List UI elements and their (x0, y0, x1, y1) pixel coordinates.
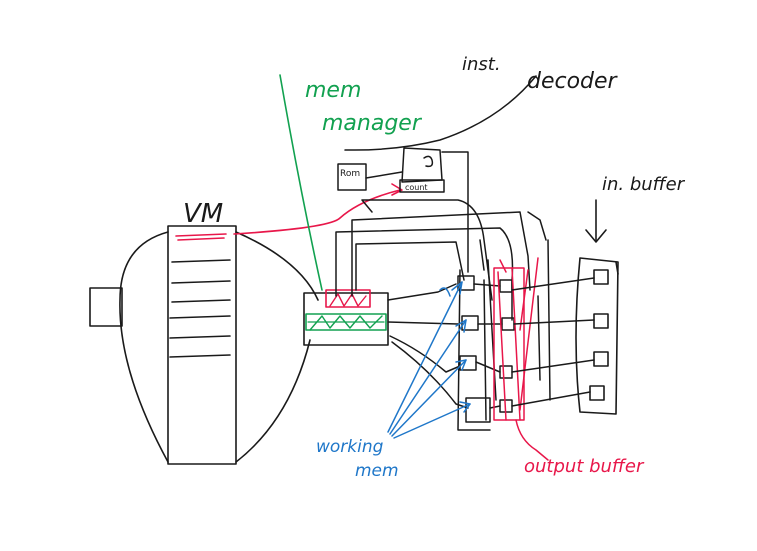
in-buffer (511, 199, 619, 415)
out-cell-3 (499, 365, 513, 379)
rom-box (337, 163, 367, 191)
inst-label: inst. (462, 54, 501, 75)
mem-manager-pointer (279, 74, 323, 291)
in-buffer-box (575, 257, 619, 415)
output-buffer (493, 257, 549, 461)
output-buffer-box (493, 267, 525, 421)
vm-side-port (89, 287, 123, 327)
vm-left-curve (119, 231, 169, 463)
mem-manager-label-line1: mem (305, 78, 361, 103)
output-buffer-label: output buffer (524, 456, 645, 477)
mem-manager-label-line2: manager (322, 111, 423, 136)
in-slot-2 (593, 313, 609, 329)
mem-manager-block (303, 289, 389, 346)
working-mem-label-line2: mem (355, 461, 399, 481)
rom-block (337, 163, 403, 191)
working-mem-registers (387, 269, 515, 431)
out-cell-1 (499, 279, 513, 293)
in-slot-1 (593, 269, 609, 285)
mem-manager-box (303, 292, 389, 346)
vm-to-counter-arrow (175, 183, 403, 241)
register-1 (457, 275, 475, 291)
vm-right-curve-top (235, 231, 319, 301)
in-slot-4 (589, 385, 605, 401)
counter-block (399, 147, 445, 193)
in-buffer-label: in. buffer (602, 174, 686, 195)
rom-label: Rom (340, 169, 360, 179)
counter-box (401, 147, 443, 183)
decoder-pointer (344, 75, 537, 151)
in-slot-3 (593, 351, 609, 367)
vm-label: VM (183, 199, 223, 229)
vm-body (167, 225, 237, 465)
register-3 (459, 355, 477, 371)
working-mem-label-line1: working (316, 437, 384, 457)
control-wires (335, 151, 551, 401)
decoder-label: decoder (527, 69, 619, 94)
vm-unit (89, 225, 319, 465)
working-mem-pointers (387, 281, 471, 439)
vm-right-curve-bottom (235, 339, 311, 463)
count-label: count (405, 183, 428, 192)
